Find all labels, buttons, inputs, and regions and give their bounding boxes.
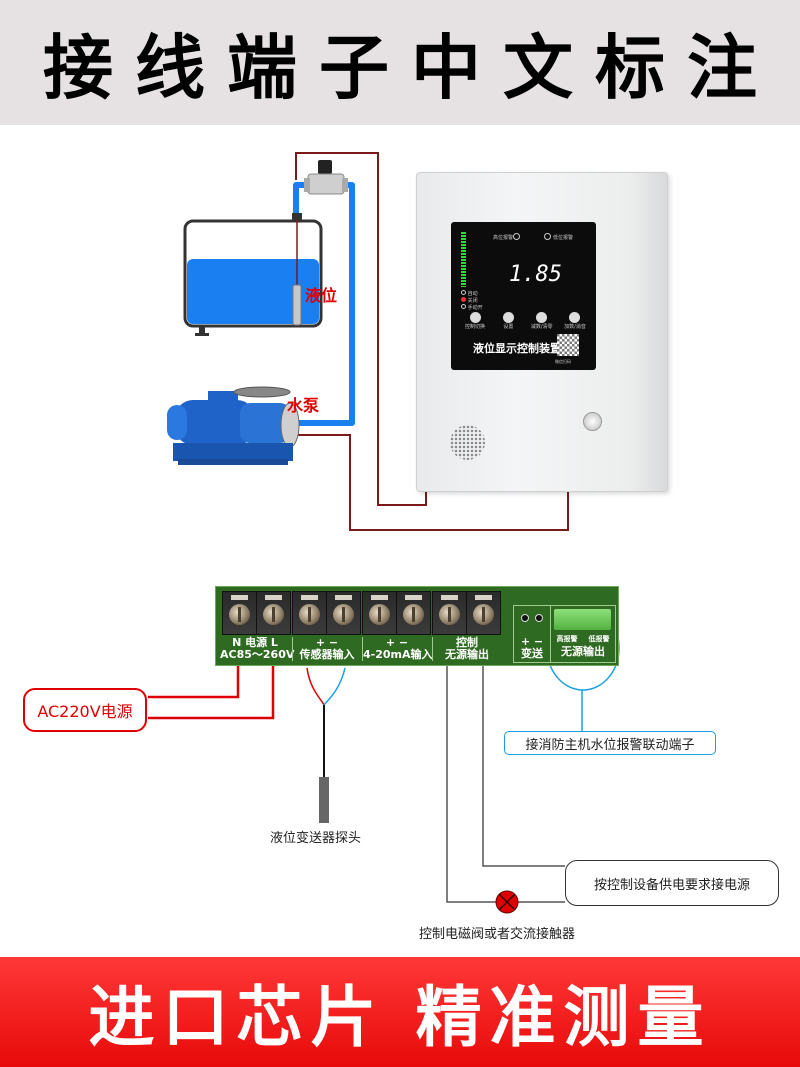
increase-button[interactable]: 加数/消音 bbox=[559, 312, 591, 330]
panel-buttons: 控制切换 设置 减数/清零 加数/消音 bbox=[459, 312, 591, 330]
level-probe-icon bbox=[292, 284, 302, 326]
terminal-n[interactable] bbox=[222, 591, 257, 635]
transmitter-block: + − 变送 bbox=[513, 605, 551, 663]
terminal-sensor-plus[interactable] bbox=[292, 591, 327, 635]
level-bar-graph bbox=[461, 232, 466, 287]
wire-valve-to-panel bbox=[295, 152, 427, 506]
control-panel-screen: 高位报警 低位报警 1.85 自动 关闭 手动开 控制切换 设置 减数/清零 加… bbox=[451, 222, 596, 370]
control-wire-b bbox=[482, 664, 565, 867]
probe-wire-blue bbox=[323, 667, 346, 706]
load-lamp-icon bbox=[495, 890, 519, 914]
key-lock-icon bbox=[583, 412, 602, 431]
header-title: 接线端子中文标注 bbox=[43, 27, 779, 109]
power-wire-l bbox=[148, 664, 275, 720]
qr-code-icon bbox=[557, 334, 579, 356]
probe-wire-red bbox=[306, 667, 325, 706]
terminal-board: N 电源 L AC85～260V + − 传感器输入 + − 4-20mA输入 … bbox=[215, 586, 619, 666]
high-alarm-led-icon bbox=[513, 233, 520, 240]
power-wire-n bbox=[148, 664, 240, 699]
high-alarm-terminal-label: 高报警 bbox=[556, 635, 578, 643]
level-display-value: 1.85 bbox=[509, 262, 562, 287]
terminal-control-1[interactable] bbox=[432, 591, 467, 635]
terminal-control-2[interactable] bbox=[466, 591, 501, 635]
qr-caption: 微信扫码 bbox=[555, 359, 571, 364]
probe-label: 液位变送器探头 bbox=[270, 831, 362, 846]
pump-label: 水泵 bbox=[287, 396, 320, 415]
high-alarm-label: 高位报警 bbox=[493, 235, 514, 241]
chevron-up-icon bbox=[569, 312, 581, 323]
control-group-label: 控制 无源输出 bbox=[432, 637, 501, 661]
terminal-l[interactable] bbox=[256, 591, 291, 635]
status-lights: 自动 关闭 手动开 bbox=[461, 290, 501, 311]
probe-body-icon bbox=[319, 777, 329, 823]
alarm-output-label: 无源输出 bbox=[561, 645, 605, 658]
supply-callout: 按控制设备供电要求接电源 bbox=[565, 860, 779, 906]
low-alarm-led-icon bbox=[544, 233, 551, 240]
illustration-lines bbox=[167, 152, 569, 531]
control-wire-a bbox=[446, 664, 497, 903]
wiring-lines bbox=[148, 605, 620, 914]
footer-banner: 进口芯片 精准测量 bbox=[0, 957, 800, 1067]
transmitter-minus-pin[interactable] bbox=[535, 614, 543, 622]
target-icon bbox=[469, 312, 481, 323]
valve-label: 控制电磁阀或者交流接触器 bbox=[419, 927, 576, 942]
fire-alarm-callout: 接消防主机水位报警联动端子 bbox=[504, 731, 716, 755]
water-pump-icon bbox=[167, 386, 300, 465]
status-off: 关闭 bbox=[467, 298, 478, 304]
power-group-label: N 电源 L AC85～260V bbox=[220, 636, 295, 661]
analog-group-label: + − 4-20mA输入 bbox=[362, 636, 433, 661]
wire-pump-to-panel bbox=[295, 434, 569, 531]
gear-icon bbox=[502, 312, 514, 323]
speaker-grille-icon bbox=[450, 425, 485, 460]
settings-button[interactable]: 设置 bbox=[492, 312, 524, 330]
sensor-group-label: + − 传感器输入 bbox=[292, 637, 361, 661]
chevron-down-icon bbox=[536, 312, 548, 323]
status-manual: 手动开 bbox=[467, 305, 483, 311]
low-alarm-terminal-label: 低报警 bbox=[588, 635, 610, 643]
footer-title: 进口芯片 精准测量 bbox=[88, 979, 712, 1056]
power-callout: AC220V电源 bbox=[23, 688, 147, 732]
header-banner: 接线端子中文标注 bbox=[0, 0, 800, 125]
control-switch-button[interactable]: 控制切换 bbox=[459, 312, 491, 330]
terminal-sensor-minus[interactable] bbox=[326, 591, 361, 635]
alarm-output-block: 高报警 低报警 无源输出 bbox=[550, 605, 616, 663]
water-pipe bbox=[293, 182, 355, 426]
status-auto: 自动 bbox=[467, 291, 478, 297]
low-alarm-label: 低位报警 bbox=[553, 235, 574, 241]
terminal-420-minus[interactable] bbox=[396, 591, 431, 635]
decrease-button[interactable]: 减数/清零 bbox=[526, 312, 558, 330]
terminal-420-plus[interactable] bbox=[362, 591, 397, 635]
tank-level-label: 液位 bbox=[305, 286, 338, 305]
water-tank bbox=[183, 213, 323, 336]
solenoid-valve-icon bbox=[304, 160, 348, 195]
transmitter-plus-pin[interactable] bbox=[521, 614, 529, 622]
alarm-connector[interactable] bbox=[554, 609, 611, 630]
device-name: 液位显示控制装置 bbox=[473, 342, 561, 355]
